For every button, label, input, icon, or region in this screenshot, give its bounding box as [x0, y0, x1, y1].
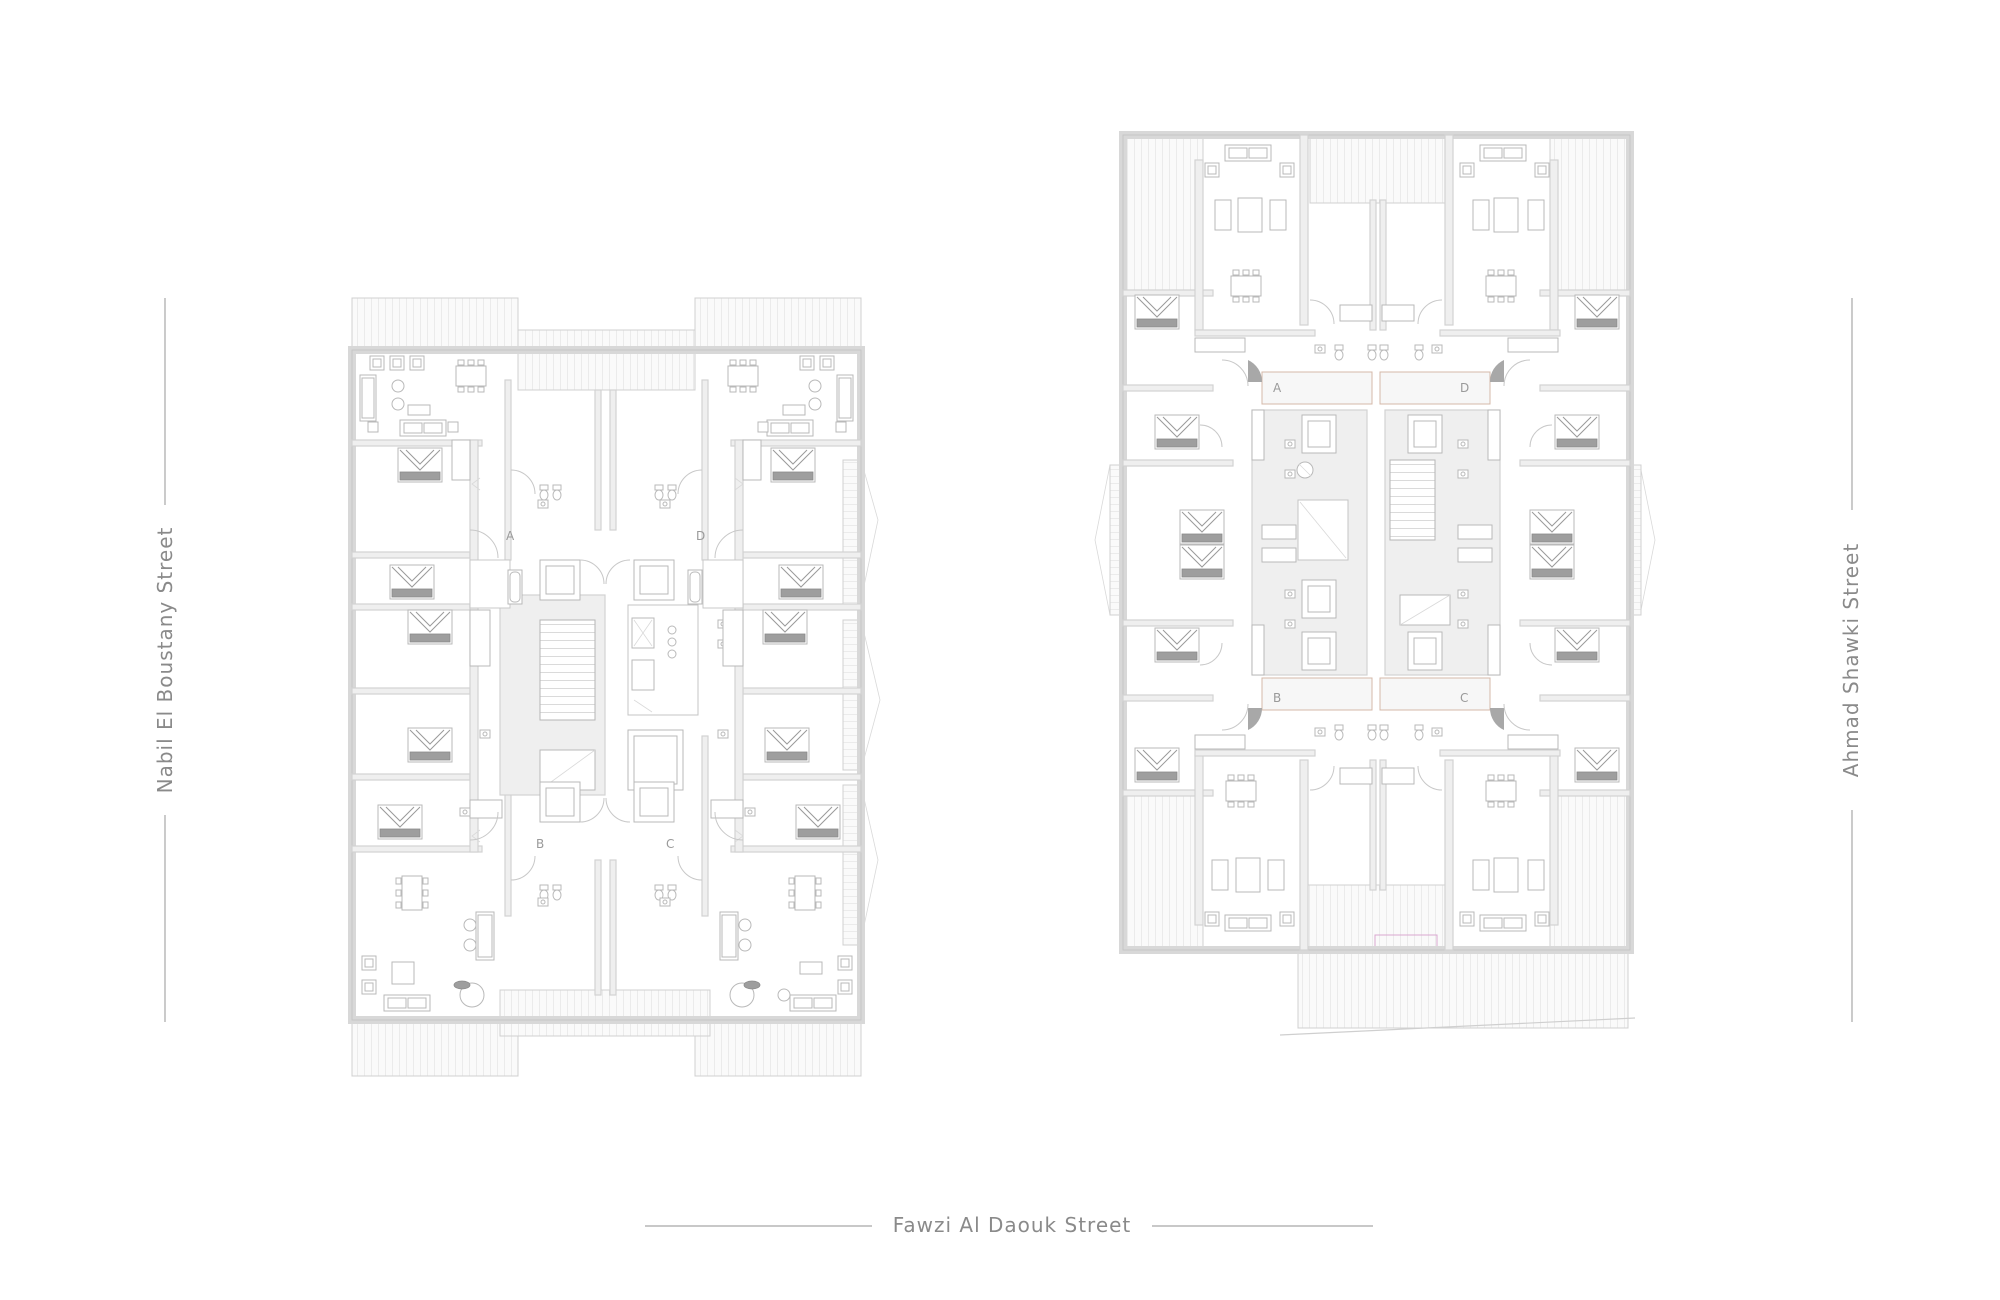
- corridor-right-c: [1379, 677, 1491, 711]
- balcony-ne: [694, 297, 862, 351]
- unit-label-left-d: D: [696, 529, 705, 543]
- corridor-right-a: [1261, 371, 1373, 405]
- unit-label-right-c: C: [1460, 691, 1468, 705]
- unit-label-left-b: B: [536, 837, 544, 851]
- street-label-right-group: Ahmad Shawki Street: [1839, 298, 1863, 1022]
- street-label-right: Ahmad Shawki Street: [1839, 543, 1863, 777]
- balcony-right-nw: [1122, 134, 1204, 296]
- balcony-se: [694, 1019, 862, 1077]
- street-label-left-group: Nabil El Boustany Street: [153, 298, 177, 1022]
- balcony-n: [517, 329, 696, 391]
- unit-label-right-b: B: [1273, 691, 1281, 705]
- balcony-sw: [351, 1019, 519, 1077]
- balcony-nw: [351, 297, 519, 351]
- balcony-right-sw: [1122, 794, 1204, 951]
- corridor-right-b: [1261, 677, 1373, 711]
- stair-left-core: [539, 619, 596, 721]
- building-right: A B C D: [1094, 131, 1656, 1036]
- unit-label-left-c: C: [666, 837, 674, 851]
- corridor-right-d: [1379, 371, 1491, 405]
- unit-label-right-a: A: [1273, 381, 1282, 395]
- balcony-right-se: [1549, 794, 1631, 951]
- balcony-right-ne: [1549, 134, 1631, 296]
- street-label-bottom: Fawzi Al Daouk Street: [893, 1213, 1132, 1237]
- unit-label-right-d: D: [1460, 381, 1469, 395]
- street-label-left: Nabil El Boustany Street: [153, 527, 177, 794]
- building-left: A B C D: [348, 297, 881, 1077]
- stair-right-core: [1389, 459, 1436, 541]
- balcony-s: [499, 989, 711, 1037]
- terrace-right-s: [1297, 952, 1629, 1029]
- street-label-bottom-group: Fawzi Al Daouk Street: [645, 1213, 1373, 1237]
- balcony-right-n: [1309, 134, 1451, 204]
- unit-label-left-a: A: [506, 529, 515, 543]
